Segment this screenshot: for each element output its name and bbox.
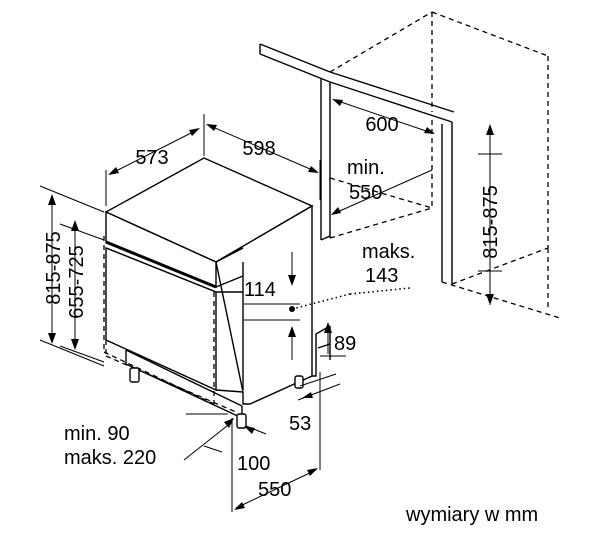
label-598: 598 <box>242 138 275 160</box>
dim-plinth-53 <box>297 373 341 401</box>
label-plinth-min: min. 90 <box>64 423 130 445</box>
dim-depth-550 <box>234 372 321 510</box>
dim-depth-573 <box>105 128 200 206</box>
dim-plinth-100 <box>203 418 267 512</box>
dim-plinth-89 <box>320 322 346 357</box>
label-550-bottom: 550 <box>258 479 291 501</box>
label-815-875-left: 815-875 <box>43 231 65 304</box>
dim-left-heights <box>39 185 105 367</box>
dim-niche-height <box>478 124 502 305</box>
label-655-725: 655-725 <box>66 245 88 318</box>
label-53: 53 <box>289 413 311 435</box>
label-plinth-max: maks. 220 <box>64 447 156 469</box>
label-min: min. <box>347 157 385 179</box>
label-143: 143 <box>365 265 398 287</box>
label-maks: maks. <box>362 241 415 263</box>
units-note: wymiary w mm <box>405 504 538 526</box>
label-114: 114 <box>244 279 276 301</box>
dim-niche-depth <box>331 169 433 215</box>
dishwasher-body <box>103 157 331 429</box>
label-815-875-right: 815-875 <box>480 185 502 258</box>
worktop-niche <box>259 11 561 319</box>
dim-plinth-range <box>183 413 234 461</box>
label-89: 89 <box>334 333 356 355</box>
dim-width-598 <box>203 114 321 200</box>
label-550-niche: 550 <box>349 182 382 204</box>
dim-panel-114 <box>242 252 300 360</box>
label-573: 573 <box>135 147 168 169</box>
maks-leader <box>289 287 411 312</box>
dim-niche-width <box>332 99 435 134</box>
label-600: 600 <box>365 114 398 136</box>
label-100: 100 <box>237 453 270 475</box>
